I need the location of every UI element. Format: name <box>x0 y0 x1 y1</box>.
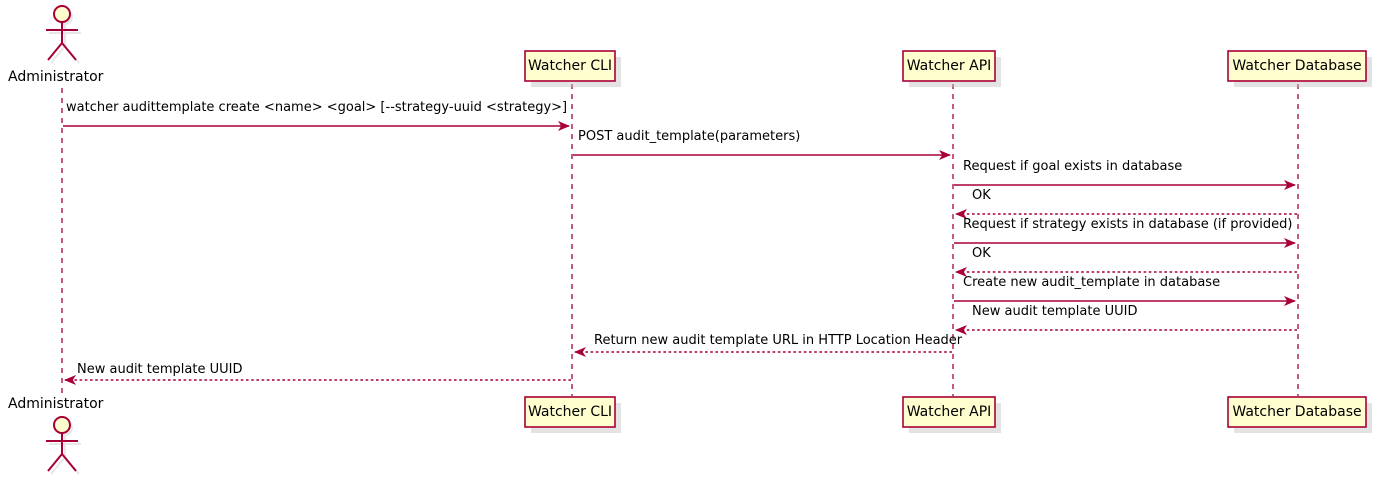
actor-head-icon <box>53 5 71 23</box>
participant-box-db-bottom[interactable] <box>1227 396 1372 433</box>
actor-administrator-top[interactable] <box>46 5 81 64</box>
participant-label-db-top: Watcher Database <box>1232 58 1362 74</box>
actor-leg-right <box>61 42 77 61</box>
message-label-6: OK <box>972 246 991 261</box>
participant-label-api-top: Watcher API <box>906 58 992 74</box>
box-body <box>524 50 616 82</box>
box-body <box>1227 50 1367 82</box>
actor-leg-left <box>47 453 63 472</box>
participant-label-db-bottom: Watcher Database <box>1232 404 1362 420</box>
actor-label-administrator-bottom: Administrator <box>8 396 104 412</box>
message-label-8: New audit template UUID <box>972 304 1138 319</box>
participant-box-api-bottom[interactable] <box>902 396 1001 433</box>
message-label-7: Create new audit_template in database <box>963 275 1221 290</box>
participant-box-cli-bottom[interactable] <box>524 396 621 433</box>
actor-head-icon <box>53 416 71 434</box>
message-label-1: watcher audittemplate create <name> <goa… <box>66 100 568 115</box>
actor-label-administrator-top: Administrator <box>8 69 104 85</box>
actor-administrator-bottom[interactable] <box>46 416 81 475</box>
participant-label-cli-top: Watcher CLI <box>527 58 613 74</box>
message-label-3: Request if goal exists in database <box>963 159 1183 174</box>
participant-box-cli-top[interactable] <box>524 50 621 87</box>
actor-leg-left <box>47 42 63 61</box>
message-arrows <box>63 121 1297 385</box>
participant-label-cli-bottom: Watcher CLI <box>527 404 613 420</box>
actor-leg-right <box>61 453 77 472</box>
box-body <box>902 50 996 82</box>
participant-label-api-bottom: Watcher API <box>906 404 992 420</box>
participant-box-db-top[interactable] <box>1227 50 1372 87</box>
box-body <box>902 396 996 428</box>
message-label-4: OK <box>972 188 991 203</box>
message-label-10: New audit template UUID <box>77 362 243 377</box>
message-label-5: Request if strategy exists in database (… <box>963 217 1293 232</box>
message-label-9: Return new audit template URL in HTTP Lo… <box>594 333 963 348</box>
box-body <box>1227 396 1367 428</box>
box-body <box>524 396 616 428</box>
participant-box-api-top[interactable] <box>902 50 1001 87</box>
message-label-2: POST audit_template(parameters) <box>578 129 801 144</box>
lifelines <box>61 84 1299 396</box>
